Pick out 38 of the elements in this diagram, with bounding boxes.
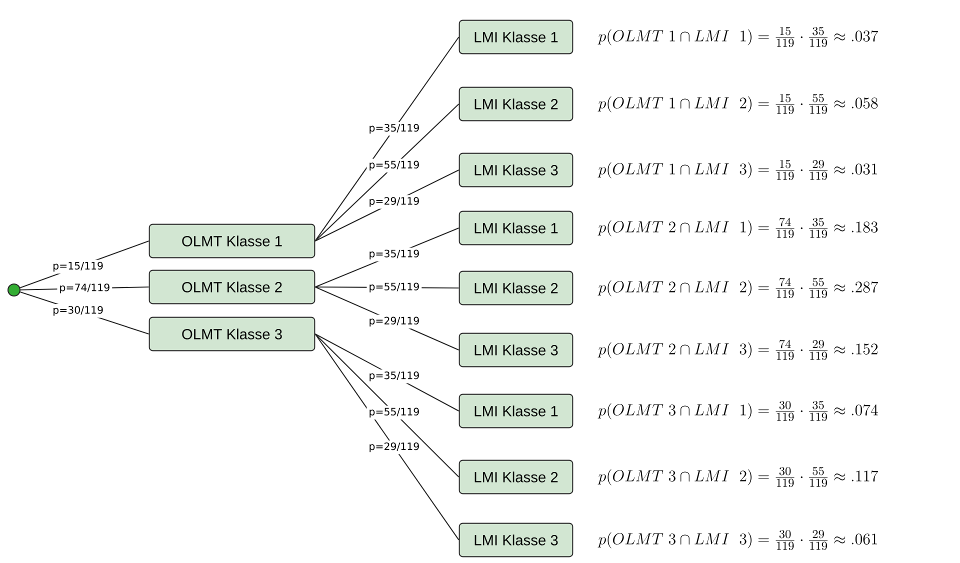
probability-formula: $p(OLMT\ 3\cap LMI\ \ 3)=\frac{30}{119}\cdot\frac{29}{119}\approx .061$	[598, 530, 878, 550]
class-box: LMI Klasse 2	[458, 86, 574, 122]
edge-label: p=35/119	[366, 370, 422, 384]
class-box: LMI Klasse 2	[458, 270, 574, 306]
class-box: OLMT Klasse 2	[148, 270, 316, 304]
class-box: LMI Klasse 1	[458, 394, 574, 428]
edge-label: p=29/119	[366, 195, 422, 209]
probability-formula: $p(OLMT\ 3\cap LMI\ \ 2)=\frac{30}{119}\cdot\frac{55}{119}\approx .117$	[598, 466, 878, 488]
branch-line	[314, 334, 460, 540]
probability-formula: $p(OLMT\ 3\cap LMI\ \ 1)=\frac{30}{119}\cdot\frac{35}{119}\approx .074$	[598, 400, 878, 422]
edge-label: p=29/119	[366, 440, 422, 454]
class-box: OLMT Klasse 1	[148, 224, 316, 258]
class-box: LMI Klasse 3	[458, 522, 574, 558]
edge-label: p=15/119	[50, 260, 106, 274]
edge-label: p=35/119	[366, 248, 422, 262]
probability-formula: $p(OLMT\ 2\cap LMI\ \ 1)=\frac{74}{119}\cdot\frac{35}{119}\approx .183$	[598, 218, 878, 238]
class-box: LMI Klasse 3	[458, 332, 574, 368]
branch-line	[314, 36, 460, 242]
edge-label: p=74/119	[57, 282, 112, 296]
probability-formula: $p(OLMT\ 1\cap LMI\ \ 3)=\frac{15}{119}\cdot\frac{29}{119}\approx .031$	[598, 160, 878, 180]
class-box: LMI Klasse 1	[458, 210, 574, 246]
probability-formula: $p(OLMT\ 2\cap LMI\ \ 3)=\frac{74}{119}\cdot\frac{29}{119}\approx .152$	[598, 340, 878, 360]
probability-formula: $p(OLMT\ 1\cap LMI\ \ 1)=\frac{15}{119}\cdot\frac{35}{119}\approx .037$	[598, 26, 878, 48]
edge-label: p=35/119	[366, 122, 422, 136]
branch-line	[314, 104, 460, 242]
class-box: LMI Klasse 2	[458, 460, 574, 494]
probability-formula: $p(OLMT\ 1\cap LMI\ \ 2)=\frac{15}{119}\cdot\frac{55}{119}\approx .058$	[598, 94, 878, 114]
probability-formula: $p(OLMT\ 2\cap LMI\ \ 2)=\frac{74}{119}\cdot\frac{55}{119}\approx .287$	[598, 278, 878, 298]
edge-label: p=55/119	[366, 280, 422, 294]
edge-label: p=29/119	[366, 314, 422, 328]
edge-label: p=30/119	[50, 304, 106, 318]
branch-line	[314, 334, 460, 478]
class-box: LMI Klasse 3	[458, 152, 574, 188]
class-box: OLMT Klasse 3	[148, 316, 316, 352]
root-dot	[7, 283, 21, 297]
edge-label: p=55/119	[366, 158, 422, 172]
edge-label: p=55/119	[366, 406, 422, 420]
class-box: LMI Klasse 1	[458, 20, 574, 54]
